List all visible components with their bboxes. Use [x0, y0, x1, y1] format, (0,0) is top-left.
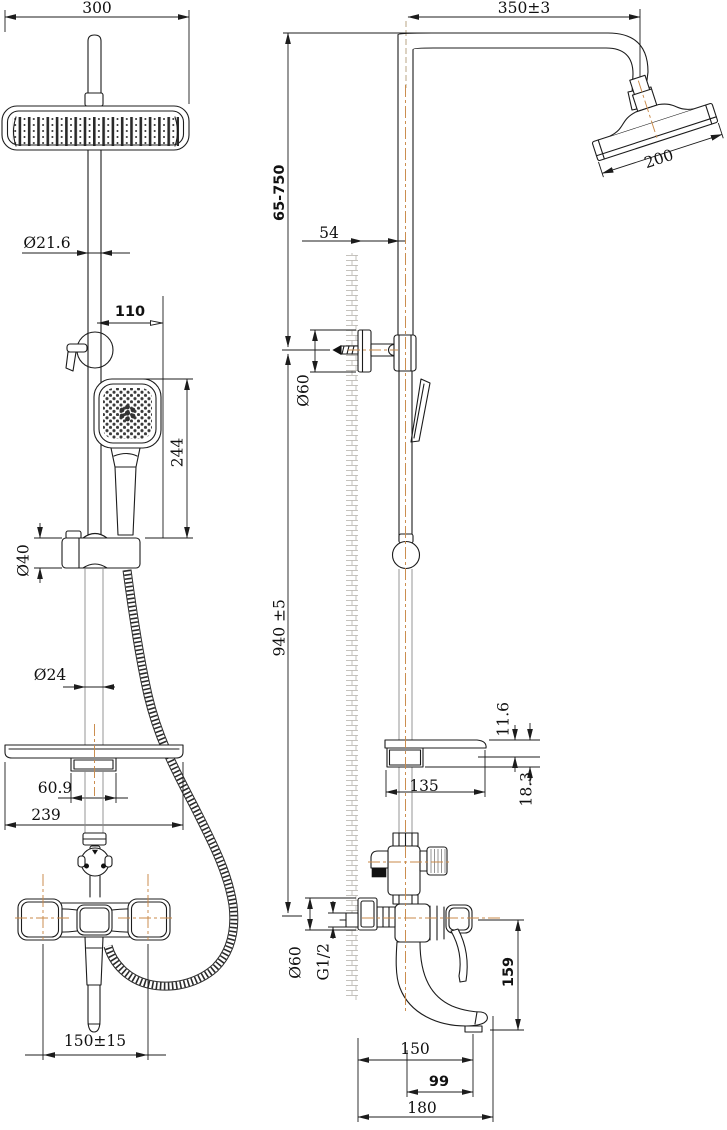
dim-spout-drop	[478, 919, 524, 1031]
dim-label-height-adjust: 65-750	[272, 164, 288, 221]
dim-label-shelf-lip: 11.6	[494, 701, 513, 737]
dim-label-bracket-plate: Ø60	[294, 374, 313, 407]
dim-slider-diameter	[34, 523, 62, 583]
dim-label-column-height: 940 ±5	[270, 599, 289, 657]
front-centerlines	[15, 724, 175, 940]
dim-label-shelf-depth: 135	[409, 777, 439, 795]
side-wall-bracket	[332, 329, 417, 373]
dim-label-spout-reach: 150	[400, 1040, 430, 1058]
dim-label-thread: G1/2	[314, 943, 333, 981]
side-centerlines	[348, 85, 500, 1012]
dim-shelf-thickness	[425, 723, 540, 784]
dim-label-inlet-spacing: 150±15	[63, 1032, 127, 1050]
front-lever-handle	[84, 936, 104, 986]
dim-label-overall-width: 300	[82, 0, 112, 17]
dim-label-column-diameter: Ø24	[33, 666, 67, 684]
dim-label-soap-dish-width: 60.9	[37, 779, 73, 797]
front-mixer-body	[17, 898, 171, 1033]
dim-label-wall-to-column: 54	[319, 224, 339, 242]
dim-label-spout-outlet: 99	[428, 1074, 450, 1090]
shower-hose	[103, 569, 239, 991]
dim-column-height	[282, 353, 302, 917]
dim-label-spout-total: 180	[407, 1099, 437, 1117]
dim-label-pipe-diameter: Ø21.6	[23, 234, 71, 252]
dim-inlet-spacing	[25, 944, 166, 1060]
side-hand-shower	[410, 378, 431, 443]
dim-shelf-width	[4, 762, 184, 830]
side-mixer-body	[339, 897, 473, 983]
side-view	[282, 9, 724, 1122]
dim-label-spout-drop: 159	[501, 956, 517, 988]
dim-thread	[328, 901, 346, 939]
dim-head-diameter	[598, 122, 724, 178]
side-shelf	[384, 739, 487, 768]
wall-hatch	[346, 253, 358, 1000]
dim-label-shelf-total: 18.3	[517, 771, 536, 807]
side-spout	[395, 941, 488, 1033]
dim-bracket-plate	[310, 329, 356, 373]
dim-label-shelf-width: 239	[31, 806, 61, 824]
front-diverter	[77, 832, 113, 898]
side-lever-handle	[450, 928, 468, 983]
front-shelf	[4, 744, 184, 772]
dim-overall-width	[4, 10, 190, 104]
dim-height-adjust	[282, 32, 445, 351]
hand-shower-center-jet	[119, 404, 136, 422]
dim-arm-reach	[405, 9, 641, 93]
dim-soap-dish-width	[58, 773, 128, 803]
front-slider-holder	[61, 530, 141, 569]
front-view	[1, 10, 239, 1060]
front-overhead-shower	[1, 34, 190, 151]
dim-label-handshower-length: 244	[168, 437, 187, 468]
dim-label-escutcheon: Ø60	[286, 946, 305, 979]
side-diverter-tee	[370, 832, 448, 905]
dim-handshower-length	[143, 378, 193, 539]
front-wall-bracket	[65, 331, 114, 372]
front-spout	[87, 984, 101, 1033]
side-slider	[391, 533, 421, 570]
dim-label-slider-diameter: Ø40	[14, 544, 33, 577]
front-hand-shower	[93, 378, 162, 536]
dim-label-arm-reach: 350±3	[497, 0, 551, 17]
side-riser-and-arm	[397, 32, 649, 336]
dim-spout-reach	[357, 1016, 494, 1122]
side-overhead-shower	[591, 74, 724, 178]
dim-label-holder-offset: 110	[114, 304, 146, 320]
dim-holder-offset	[97, 296, 164, 538]
spray-face-hatch	[12, 117, 179, 146]
dim-shelf-depth	[385, 750, 486, 797]
